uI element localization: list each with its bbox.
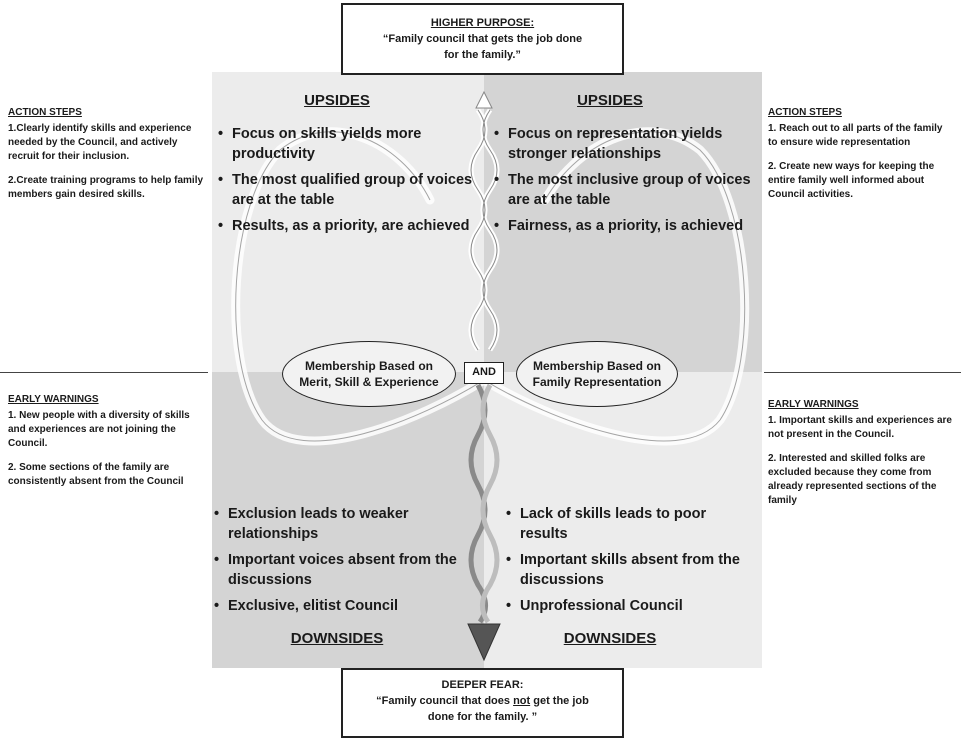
list-item: 1. Reach out to all parts of the family … <box>768 123 943 148</box>
higher-purpose-line2: for the family.” <box>444 49 521 61</box>
downsides-left-list: Exclusion leads to weaker relationships … <box>214 504 480 622</box>
right-pole-line1: Membership Based on <box>532 359 661 373</box>
left-pole-line1: Membership Based on <box>304 359 433 373</box>
list-item: 1.Clearly identify skills and experience… <box>8 123 192 162</box>
left-divider-line <box>0 372 208 373</box>
list-item: Focus on skills yields more productivity <box>218 124 480 164</box>
list-item: The most qualified group of voices are a… <box>218 170 480 210</box>
higher-purpose-line1: “Family council that gets the job done <box>382 33 583 45</box>
deeper-fear-box: DEEPER FEAR: “Family council that does n… <box>341 668 624 738</box>
downsides-right-list: Lack of skills leads to poor results Imp… <box>506 504 756 622</box>
higher-purpose-title: HIGHER PURPOSE: <box>430 17 535 29</box>
higher-purpose-box: HIGHER PURPOSE: “Family council that get… <box>341 3 624 75</box>
list-item: Exclusion leads to weaker relationships <box>214 504 480 544</box>
right-action-steps: ACTION STEPS 1. Reach out to all parts o… <box>768 106 954 212</box>
list-item: Focus on representation yields stronger … <box>494 124 756 164</box>
list-item: 2. Interested and skilled folks are excl… <box>768 453 937 506</box>
left-warn-title: EARLY WARNINGS <box>8 394 99 405</box>
left-action-title: ACTION STEPS <box>8 107 82 118</box>
right-divider-line <box>764 372 961 373</box>
deeper-fear-title: DEEPER FEAR: <box>441 679 524 691</box>
downsides-left-heading: DOWNSIDES <box>290 630 384 647</box>
right-pole-line2: Family Representation <box>532 375 662 389</box>
upsides-right-list: Focus on representation yields stronger … <box>494 124 756 242</box>
list-item: Important voices absent from the discuss… <box>214 550 480 590</box>
list-item: 2.Create training programs to help famil… <box>8 175 204 200</box>
list-item: 2. Some sections of the family are consi… <box>8 462 184 487</box>
deeper-fear-line2: done for the family. ” <box>427 711 538 723</box>
right-early-warnings: EARLY WARNINGS 1. Important skills and e… <box>768 398 954 518</box>
deeper-fear-line1: “Family council that does not get the jo… <box>376 695 589 707</box>
downsides-right-heading: DOWNSIDES <box>563 630 657 647</box>
list-item: Results, as a priority, are achieved <box>218 216 480 236</box>
list-item: Exclusive, elitist Council <box>214 596 480 616</box>
list-item: The most inclusive group of voices are a… <box>494 170 756 210</box>
list-item: 1. New people with a diversity of skills… <box>8 410 190 449</box>
left-pole-line2: Merit, Skill & Experience <box>299 375 439 389</box>
upsides-left-list: Focus on skills yields more productivity… <box>218 124 480 242</box>
list-item: 2. Create new ways for keeping the entir… <box>768 161 935 200</box>
right-warn-title: EARLY WARNINGS <box>768 399 859 410</box>
upsides-right-heading: UPSIDES <box>577 92 643 109</box>
left-action-steps: ACTION STEPS 1.Clearly identify skills a… <box>8 106 204 212</box>
and-label: AND <box>464 362 504 384</box>
list-item: Lack of skills leads to poor results <box>506 504 756 544</box>
list-item: Unprofessional Council <box>506 596 756 616</box>
left-pole-ellipse: Membership Based on Merit, Skill & Experi… <box>282 341 456 407</box>
upsides-left-heading: UPSIDES <box>304 92 370 109</box>
list-item: Fairness, as a priority, is achieved <box>494 216 756 236</box>
list-item: 1. Important skills and experiences are … <box>768 415 952 440</box>
right-pole-ellipse: Membership Based on Family Representation <box>516 341 678 407</box>
list-item: Important skills absent from the discuss… <box>506 550 756 590</box>
left-early-warnings: EARLY WARNINGS 1. New people with a dive… <box>8 393 204 499</box>
right-action-title: ACTION STEPS <box>768 107 842 118</box>
